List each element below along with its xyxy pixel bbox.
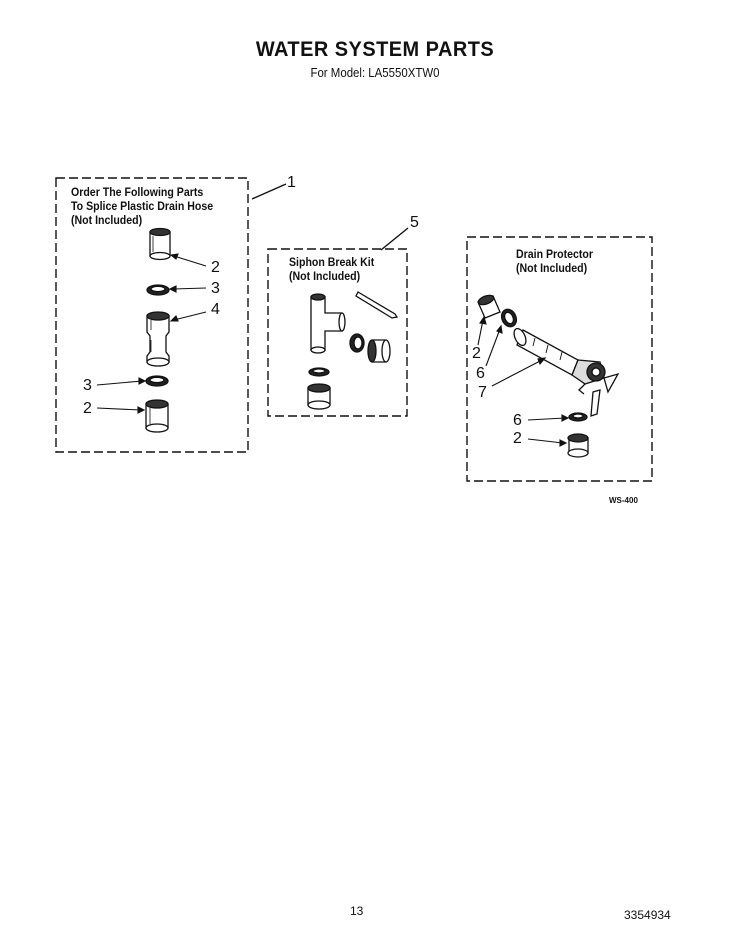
- page-title: WATER SYSTEM PARTS: [255, 38, 495, 61]
- drain-parts: [477, 294, 620, 458]
- callout-drain-ring-top: 6: [476, 365, 485, 382]
- drain-ring-top: [500, 308, 518, 328]
- siphon-cap: [367, 339, 391, 363]
- callout-splice-ring-bottom: 3: [83, 377, 92, 394]
- callout-splice-coupler-bottom: 2: [83, 400, 92, 417]
- siphon-clip: [355, 291, 399, 319]
- coupler-bottom: [145, 399, 169, 433]
- callout-drain-body: 7: [478, 384, 487, 401]
- connector-tube: [146, 311, 170, 367]
- coupler-top: [149, 227, 171, 261]
- callout-drain-ring-bottom: 6: [513, 412, 522, 429]
- clamp-ring-bottom: [145, 375, 169, 387]
- document-number: 3354934: [624, 908, 671, 922]
- callout-1-leader: [251, 183, 287, 200]
- siphon-panel-label: Siphon Break Kit (Not Included): [289, 257, 375, 283]
- drain-ring-bottom: [568, 412, 588, 422]
- callout-5: 5: [410, 214, 419, 231]
- callout-splice-tube: 4: [211, 301, 220, 318]
- siphon-panel-frame: [267, 248, 408, 417]
- callout-5-leader: [380, 227, 409, 251]
- siphon-tee: [310, 293, 346, 354]
- drain-panel-label: Drain Protector (Not Included): [516, 249, 594, 275]
- splice-panel-frame: [55, 177, 249, 453]
- callout-splice-ring-top: 3: [211, 280, 220, 297]
- drain-protector-body: [513, 327, 620, 417]
- siphon-ring: [349, 333, 365, 353]
- callout-1: 1: [287, 174, 296, 191]
- callout-drain-coupler-bottom: 2: [513, 430, 522, 447]
- drain-coupler-bottom: [567, 433, 589, 458]
- figure-code: WS-400: [609, 496, 638, 505]
- splice-parts: [145, 227, 171, 433]
- splice-arrows: [96, 253, 207, 414]
- callout-drain-coupler-top: 2: [472, 345, 481, 362]
- splice-panel-label: Order The Following Parts To Splice Plas…: [71, 187, 214, 227]
- drain-panel-frame: [466, 236, 653, 482]
- siphon-bottom-coupler: [307, 383, 331, 410]
- drain-arrows: [477, 315, 570, 447]
- clamp-ring-top: [146, 284, 170, 296]
- siphon-bottom-ring: [308, 367, 330, 377]
- drain-coupler-top: [477, 294, 501, 319]
- model-subtitle: For Model: LA5550XTW0: [310, 65, 440, 80]
- callout-splice-coupler-top: 2: [211, 259, 220, 276]
- page-number: 13: [350, 904, 364, 918]
- siphon-parts: [307, 291, 399, 410]
